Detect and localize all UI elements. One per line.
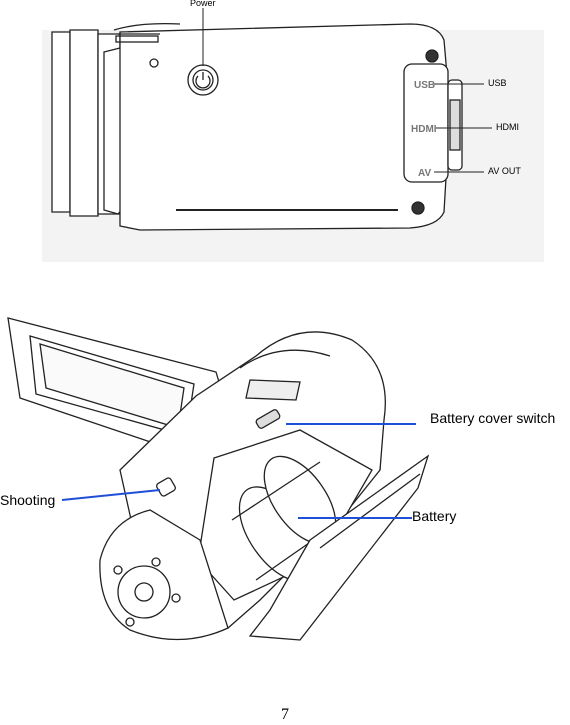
blue-callout-lines (61, 423, 416, 519)
callout-battery: Battery (412, 508, 457, 524)
port-label-glyphs: USB HDMI AV (411, 80, 437, 179)
callout-battery-cover-switch: Battery cover switch (430, 410, 556, 426)
port-label-usb: USB (414, 80, 435, 91)
page-number: 7 (281, 706, 289, 723)
callout-shooting: Shooting (0, 492, 56, 508)
camcorder-open-battery-view (7, 317, 430, 641)
callout-hdmi: HDMI (496, 122, 519, 132)
callout-power: Power (190, 0, 216, 8)
callout-usb: USB (488, 78, 507, 88)
camcorder-side-view (42, 8, 544, 262)
port-label-hdmi: HDMI (411, 124, 437, 135)
port-label-av: AV (418, 168, 431, 179)
callout-av-out: AV OUT (488, 166, 521, 176)
